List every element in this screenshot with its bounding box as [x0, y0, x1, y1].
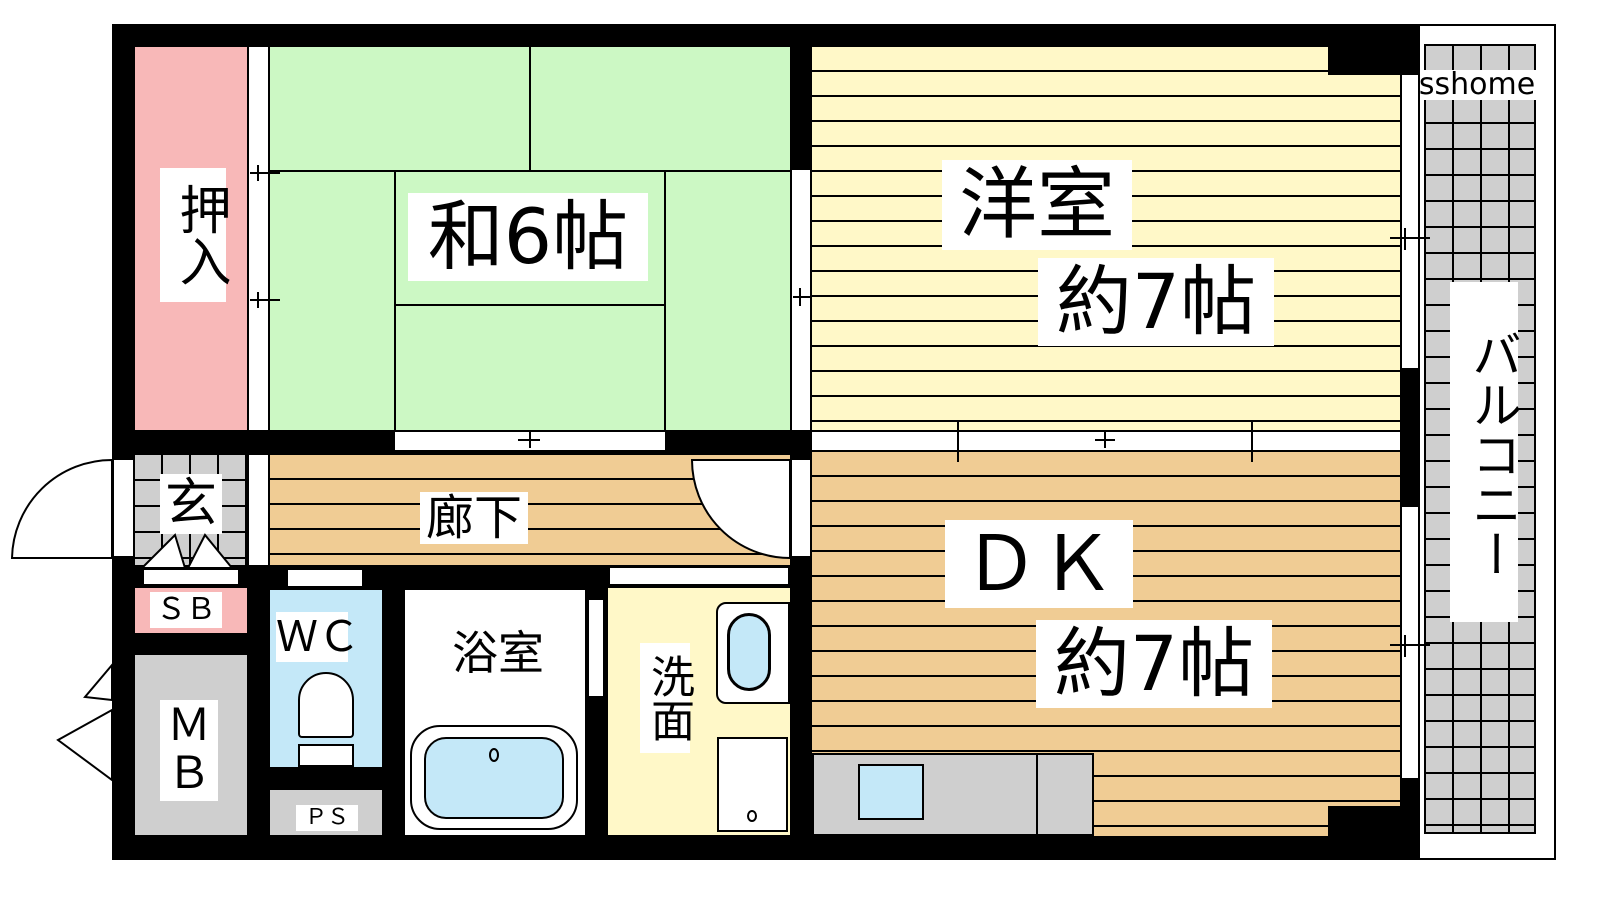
bathroom-door: [587, 598, 605, 698]
closet-sliding-door: [247, 47, 270, 430]
wc-door: [286, 568, 364, 588]
balcony-label: バルコニー: [1450, 282, 1522, 622]
mb-label: ＭＢ: [160, 700, 218, 801]
corner-pillar: [1328, 47, 1400, 75]
watermark: sshome: [1418, 67, 1536, 102]
genkan-step: [247, 455, 270, 565]
yoshitsu-size: 約7帖: [1038, 258, 1274, 346]
kitchen-sink: [858, 764, 924, 820]
washroom-sliding-door: [608, 566, 790, 586]
washitsu-label: 和6帖: [408, 193, 648, 281]
entrance-genkan: [135, 455, 247, 565]
bathtub-drain: [489, 748, 499, 762]
hallway-label: 廊下: [420, 492, 528, 544]
toilet-bowl-icon: [298, 672, 354, 738]
ps-label: ＰＳ: [296, 805, 358, 831]
balcony-window-top: [1400, 75, 1420, 370]
sb-label: ＳＢ: [150, 592, 222, 628]
toilet-tank-icon: [298, 744, 354, 767]
dk-size: 約7帖: [1036, 620, 1272, 708]
washroom-label: 洗面: [640, 643, 694, 753]
yoshitsu-name: 洋室: [942, 160, 1132, 250]
balcony-window-bottom: [1400, 505, 1420, 780]
corner-pillar-bottom: [1328, 806, 1400, 836]
kitchen-stove-divider: [1036, 753, 1038, 836]
tatami-lines: [270, 47, 790, 430]
washer-drain: [747, 810, 757, 822]
dk-name: ＤＫ: [945, 520, 1133, 608]
oshiire-label: 押入: [160, 168, 230, 302]
bathroom-label: 浴室: [446, 630, 550, 676]
genkan-label: 玄: [160, 474, 222, 534]
wc-label: ＷＣ: [276, 612, 361, 662]
washbasin-bowl: [727, 613, 771, 691]
